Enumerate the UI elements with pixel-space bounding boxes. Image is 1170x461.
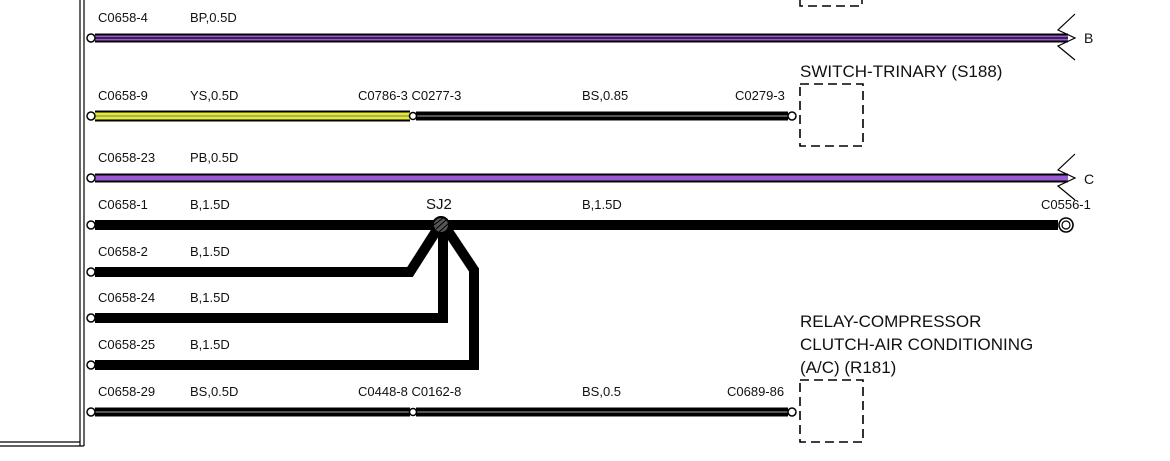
inline-connector — [408, 111, 418, 121]
connector-label: C0658-25 — [98, 337, 155, 352]
wire-row-3: C0658-23 PB,0.5D C — [86, 150, 1094, 201]
connector-label: C0658-29 — [98, 384, 155, 399]
inline-connector — [408, 407, 418, 417]
component-box — [799, 83, 864, 147]
component-label-line3: (A/C) (R181) — [800, 358, 896, 377]
component-label-line2: CLUTCH-AIR CONDITIONING — [800, 335, 1033, 354]
end-connector-inner — [1061, 220, 1071, 230]
splice-hatch — [433, 217, 444, 226]
wire-row-4: C0658-1 B,1.5D SJ2 B,1.5D C0556-1 — [86, 196, 1091, 233]
connector-label: C0658-4 — [98, 10, 148, 25]
off-page-arrow — [1056, 13, 1077, 61]
connector-pin — [86, 407, 96, 417]
splice-hatch — [438, 223, 449, 233]
wire-row-7: C0658-25 B,1.5D — [86, 222, 479, 370]
component-box-partial — [799, 0, 863, 7]
connector-label: C0279-3 — [735, 88, 785, 103]
wire-label: B,1.5D — [190, 290, 230, 305]
off-page-arrow — [1056, 153, 1077, 201]
connector-label: C0556-1 — [1041, 197, 1091, 212]
connector-pin — [86, 111, 96, 121]
wire-row-8: C0658-29 BS,0.5D C0448-8 C0162-8 BS,0.5 … — [86, 384, 797, 417]
wire-label: PB,0.5D — [190, 150, 238, 165]
wire-label: BS,0.5D — [190, 384, 238, 399]
splice-hatch — [435, 219, 447, 230]
wire-label: B,1.5D — [190, 337, 230, 352]
connector-pin — [86, 313, 96, 323]
connector-label: C0658-24 — [98, 290, 155, 305]
component-box — [799, 379, 864, 443]
wire-label: B,1.5D — [190, 244, 230, 259]
inline-connector-label: C0448-8 C0162-8 — [358, 384, 461, 399]
connector-label: C0658-23 — [98, 150, 155, 165]
component-label: SWITCH-TRINARY (S188) — [800, 62, 1002, 81]
connector-label: C0658-9 — [98, 88, 148, 103]
connector-pin — [86, 173, 96, 183]
connector-label: C0689-86 — [727, 384, 784, 399]
wire-label: B,1.5D — [582, 197, 622, 212]
wire-label: B,1.5D — [190, 197, 230, 212]
off-page-label: B — [1084, 30, 1093, 46]
off-page-label: C — [1084, 171, 1094, 187]
connector-pin — [86, 33, 96, 43]
switch-trinary-component: SWITCH-TRINARY (S188) — [799, 62, 1002, 147]
inline-connector-label: C0786-3 C0277-3 — [358, 88, 461, 103]
wire-row-1: C0658-4 BP,0.5D B — [86, 10, 1093, 61]
splice-label: SJ2 — [426, 196, 452, 213]
connector-pin — [86, 360, 96, 370]
wire-row-2: C0658-9 YS,0.5D C0786-3 C0277-3 BS,0.85 … — [86, 88, 797, 122]
wire — [95, 222, 479, 370]
connector-pin — [787, 111, 797, 121]
component-label-line1: RELAY-COMPRESSOR — [800, 312, 981, 331]
wire-label: BP,0.5D — [190, 10, 237, 25]
wire-label: YS,0.5D — [190, 88, 238, 103]
relay-compressor-component: RELAY-COMPRESSOR CLUTCH-AIR CONDITIONING… — [799, 312, 1033, 443]
wire — [95, 222, 445, 277]
wire-label: BS,0.5 — [582, 384, 621, 399]
connector-label: C0658-2 — [98, 244, 148, 259]
connector-label: C0658-1 — [98, 197, 148, 212]
connector-pin — [86, 220, 96, 230]
connector-pin — [787, 407, 797, 417]
wire-row-6: C0658-24 B,1.5D — [86, 225, 448, 323]
connector-pin — [86, 267, 96, 277]
wire — [95, 225, 448, 323]
wire-row-5: C0658-2 B,1.5D — [86, 222, 445, 277]
wire-label: BS,0.85 — [582, 88, 628, 103]
